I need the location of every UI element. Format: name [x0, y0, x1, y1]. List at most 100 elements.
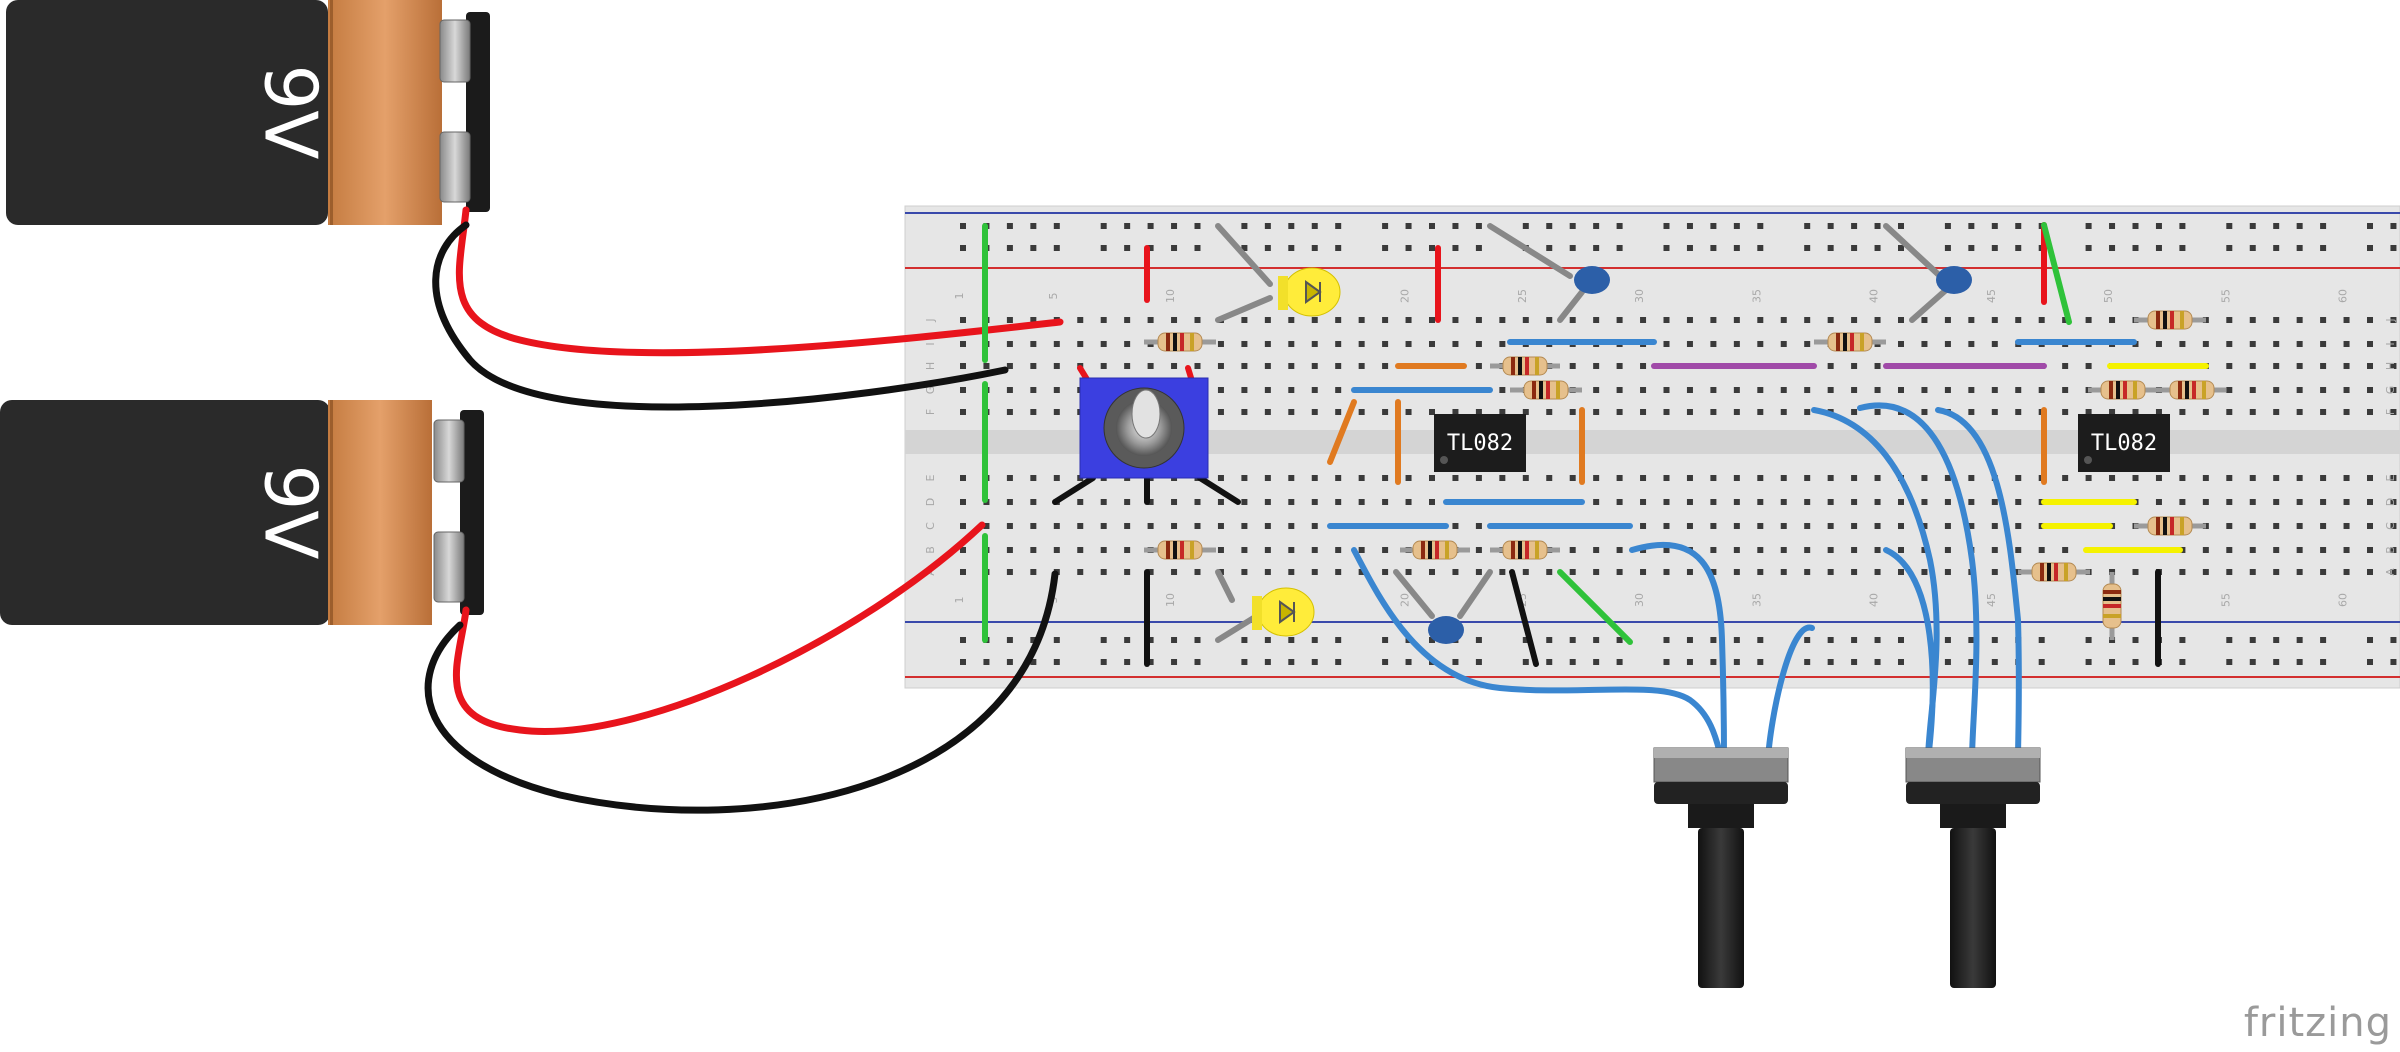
breadboard-hole[interactable]: [1006, 499, 1013, 505]
rail-hole[interactable]: [2390, 245, 2397, 251]
breadboard-hole[interactable]: [1288, 409, 1295, 415]
rail-hole[interactable]: [1053, 223, 1060, 229]
breadboard-hole[interactable]: [1710, 409, 1717, 415]
breadboard-hole[interactable]: [2273, 569, 2280, 575]
breadboard-hole[interactable]: [1991, 317, 1998, 323]
breadboard-hole[interactable]: [1968, 317, 1975, 323]
breadboard-hole[interactable]: [1124, 317, 1131, 323]
rail-hole[interactable]: [2226, 637, 2233, 643]
breadboard-hole[interactable]: [2015, 409, 2022, 415]
breadboard-hole[interactable]: [1405, 409, 1412, 415]
breadboard-hole[interactable]: [1077, 499, 1084, 505]
breadboard-hole[interactable]: [1382, 569, 1389, 575]
rail-hole[interactable]: [1194, 245, 1201, 251]
breadboard-hole[interactable]: [1264, 387, 1271, 393]
rail-hole[interactable]: [1733, 659, 1740, 665]
breadboard-hole[interactable]: [1710, 341, 1717, 347]
rail-hole[interactable]: [1053, 245, 1060, 251]
rail-hole[interactable]: [1851, 245, 1858, 251]
breadboard-hole[interactable]: [1100, 363, 1107, 369]
component-lead[interactable]: [1215, 569, 1235, 603]
breadboard-hole[interactable]: [1616, 475, 1623, 481]
breadboard-hole[interactable]: [1358, 409, 1365, 415]
rail-hole[interactable]: [1030, 223, 1037, 229]
breadboard-hole[interactable]: [1288, 523, 1295, 529]
rail-hole[interactable]: [1288, 659, 1295, 665]
rail-hole[interactable]: [1616, 245, 1623, 251]
rail-hole[interactable]: [1616, 637, 1623, 643]
rail-hole[interactable]: [2085, 637, 2092, 643]
led-bottom[interactable]: [1252, 587, 1315, 637]
breadboard-hole[interactable]: [1851, 475, 1858, 481]
breadboard-hole[interactable]: [1100, 523, 1107, 529]
rail-hole[interactable]: [1100, 223, 1107, 229]
breadboard-hole[interactable]: [2202, 341, 2209, 347]
rail-hole[interactable]: [1733, 637, 1740, 643]
breadboard-hole[interactable]: [1241, 341, 1248, 347]
breadboard-hole[interactable]: [1921, 409, 1928, 415]
rail-hole[interactable]: [2038, 659, 2045, 665]
breadboard-hole[interactable]: [2202, 547, 2209, 553]
breadboard-hole[interactable]: [1030, 317, 1037, 323]
breadboard-hole[interactable]: [1569, 569, 1576, 575]
breadboard-hole[interactable]: [2226, 499, 2233, 505]
rail-hole[interactable]: [1264, 245, 1271, 251]
rail-hole[interactable]: [1311, 245, 1318, 251]
rail-hole[interactable]: [1851, 223, 1858, 229]
breadboard-hole[interactable]: [1311, 387, 1318, 393]
breadboard-hole[interactable]: [2202, 409, 2209, 415]
rail-hole[interactable]: [2320, 659, 2327, 665]
breadboard-hole[interactable]: [1968, 523, 1975, 529]
breadboard-hole[interactable]: [1335, 547, 1342, 553]
blue-flex-wire[interactable]: [1883, 547, 1936, 763]
breadboard-hole[interactable]: [1475, 317, 1482, 323]
rail-hole[interactable]: [1710, 245, 1717, 251]
breadboard-hole[interactable]: [2343, 475, 2350, 481]
breadboard-hole[interactable]: [1382, 475, 1389, 481]
breadboard-hole[interactable]: [1851, 317, 1858, 323]
breadboard-hole[interactable]: [1194, 523, 1201, 529]
breadboard-hole[interactable]: [1358, 547, 1365, 553]
rail-hole[interactable]: [1757, 637, 1764, 643]
rail-hole[interactable]: [1311, 637, 1318, 643]
breadboard-hole[interactable]: [1100, 547, 1107, 553]
breadboard-hole[interactable]: [1686, 475, 1693, 481]
component-lead[interactable]: [1215, 223, 1273, 287]
breadboard-hole[interactable]: [2390, 363, 2397, 369]
rail-hole[interactable]: [1241, 245, 1248, 251]
breadboard-hole[interactable]: [2226, 569, 2233, 575]
breadboard-hole[interactable]: [2226, 523, 2233, 529]
breadboard-hole[interactable]: [1358, 569, 1365, 575]
breadboard-hole[interactable]: [1663, 387, 1670, 393]
rail-hole[interactable]: [1593, 223, 1600, 229]
rail-hole[interactable]: [1757, 659, 1764, 665]
breadboard-hole[interactable]: [2202, 499, 2209, 505]
rail-hole[interactable]: [2296, 659, 2303, 665]
breadboard-hole[interactable]: [1827, 363, 1834, 369]
breadboard-hole[interactable]: [2202, 569, 2209, 575]
breadboard-hole[interactable]: [2367, 547, 2373, 553]
breadboard-hole[interactable]: [1944, 341, 1951, 347]
breadboard-hole[interactable]: [2273, 341, 2280, 347]
breadboard-hole[interactable]: [1147, 569, 1154, 575]
breadboard-hole[interactable]: [1640, 475, 1647, 481]
rail-hole[interactable]: [2249, 659, 2256, 665]
breadboard-hole[interactable]: [1264, 475, 1271, 481]
breadboard-hole[interactable]: [960, 317, 966, 323]
breadboard-hole[interactable]: [2343, 409, 2350, 415]
rail-hole[interactable]: [2296, 223, 2303, 229]
rail-hole[interactable]: [1827, 245, 1834, 251]
breadboard-hole[interactable]: [2085, 317, 2092, 323]
breadboard-hole[interactable]: [2320, 547, 2327, 553]
breadboard-hole[interactable]: [1264, 363, 1271, 369]
component-lead[interactable]: [1487, 223, 1573, 279]
rail-hole[interactable]: [1898, 223, 1904, 229]
breadboard-hole[interactable]: [1804, 341, 1811, 347]
rail-hole[interactable]: [1124, 223, 1131, 229]
potentiometer-2[interactable]: [1905, 747, 2041, 988]
breadboard-hole[interactable]: [1382, 409, 1389, 415]
rail-hole[interactable]: [1968, 659, 1975, 665]
blue-flex-wire[interactable]: [1857, 402, 1980, 763]
breadboard-hole[interactable]: [2273, 499, 2280, 505]
breadboard-hole[interactable]: [1874, 363, 1881, 369]
